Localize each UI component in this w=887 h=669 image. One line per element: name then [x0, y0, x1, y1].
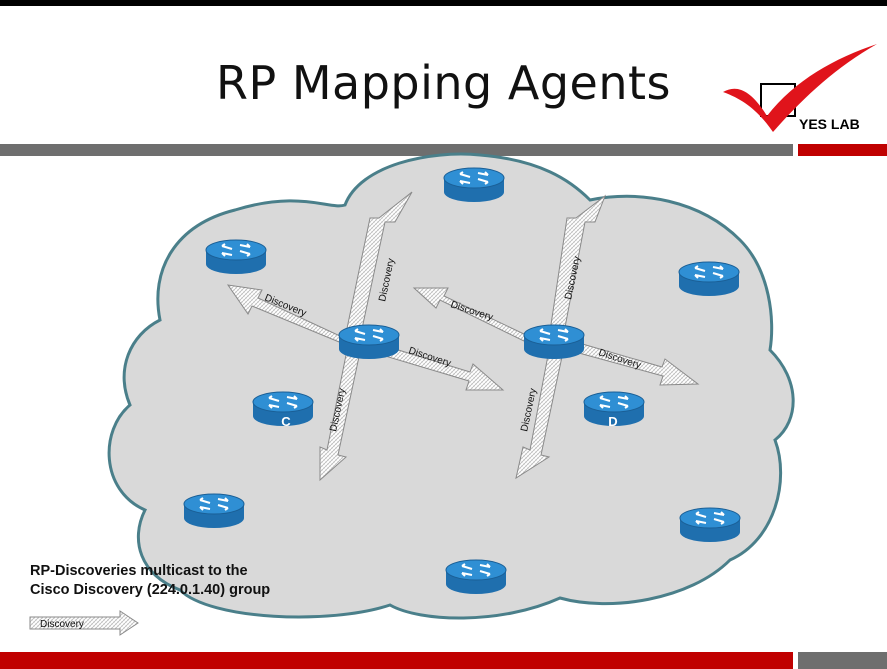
caption-line-1: RP-Discoveries multicast to the [30, 563, 248, 579]
discovery-arrows-right [412, 194, 700, 480]
discovery-arrow-up-left [344, 191, 413, 339]
discovery-arrow-down-left [319, 349, 361, 482]
header-separator-red [798, 144, 887, 156]
router-icon-mapping-agent [523, 324, 585, 360]
header-separator-gray [0, 144, 793, 156]
network-cloud [107, 152, 795, 620]
router-icon [445, 559, 507, 595]
router-icon-mapping-agent [338, 324, 400, 360]
legend-discovery-label: Discovery [40, 619, 84, 630]
footer-bar-red [0, 652, 793, 669]
discovery-arrow-up-right [548, 194, 607, 339]
legend-discovery-arrow: Discovery [29, 610, 139, 636]
top-border [0, 0, 887, 6]
router-c-label: C [281, 414, 291, 429]
footer-bar-gray [798, 652, 887, 669]
discovery-arrow-nw-left [226, 284, 346, 345]
discovery-arrow-down-right [515, 349, 564, 480]
router-icon [678, 261, 740, 297]
slide-title: RP Mapping Agents [216, 56, 671, 110]
router-icon [679, 507, 741, 543]
router-icon [443, 167, 505, 203]
discovery-arrow-se-right [567, 340, 700, 386]
router-d-label: D [608, 414, 617, 429]
router-icon [205, 239, 267, 275]
caption-line-2: Cisco Discovery (224.0.1.40) group [30, 582, 271, 598]
yes-lab-logo [723, 44, 877, 132]
discovery-arrows-left [226, 191, 505, 482]
logo-text: YES LAB [799, 116, 860, 132]
caption: RP-Discoveries multicast to the Cisco Di… [30, 562, 270, 600]
discovery-arrow-nw-right [412, 287, 530, 345]
checkmark-icon [723, 44, 877, 132]
router-icon [183, 493, 245, 529]
